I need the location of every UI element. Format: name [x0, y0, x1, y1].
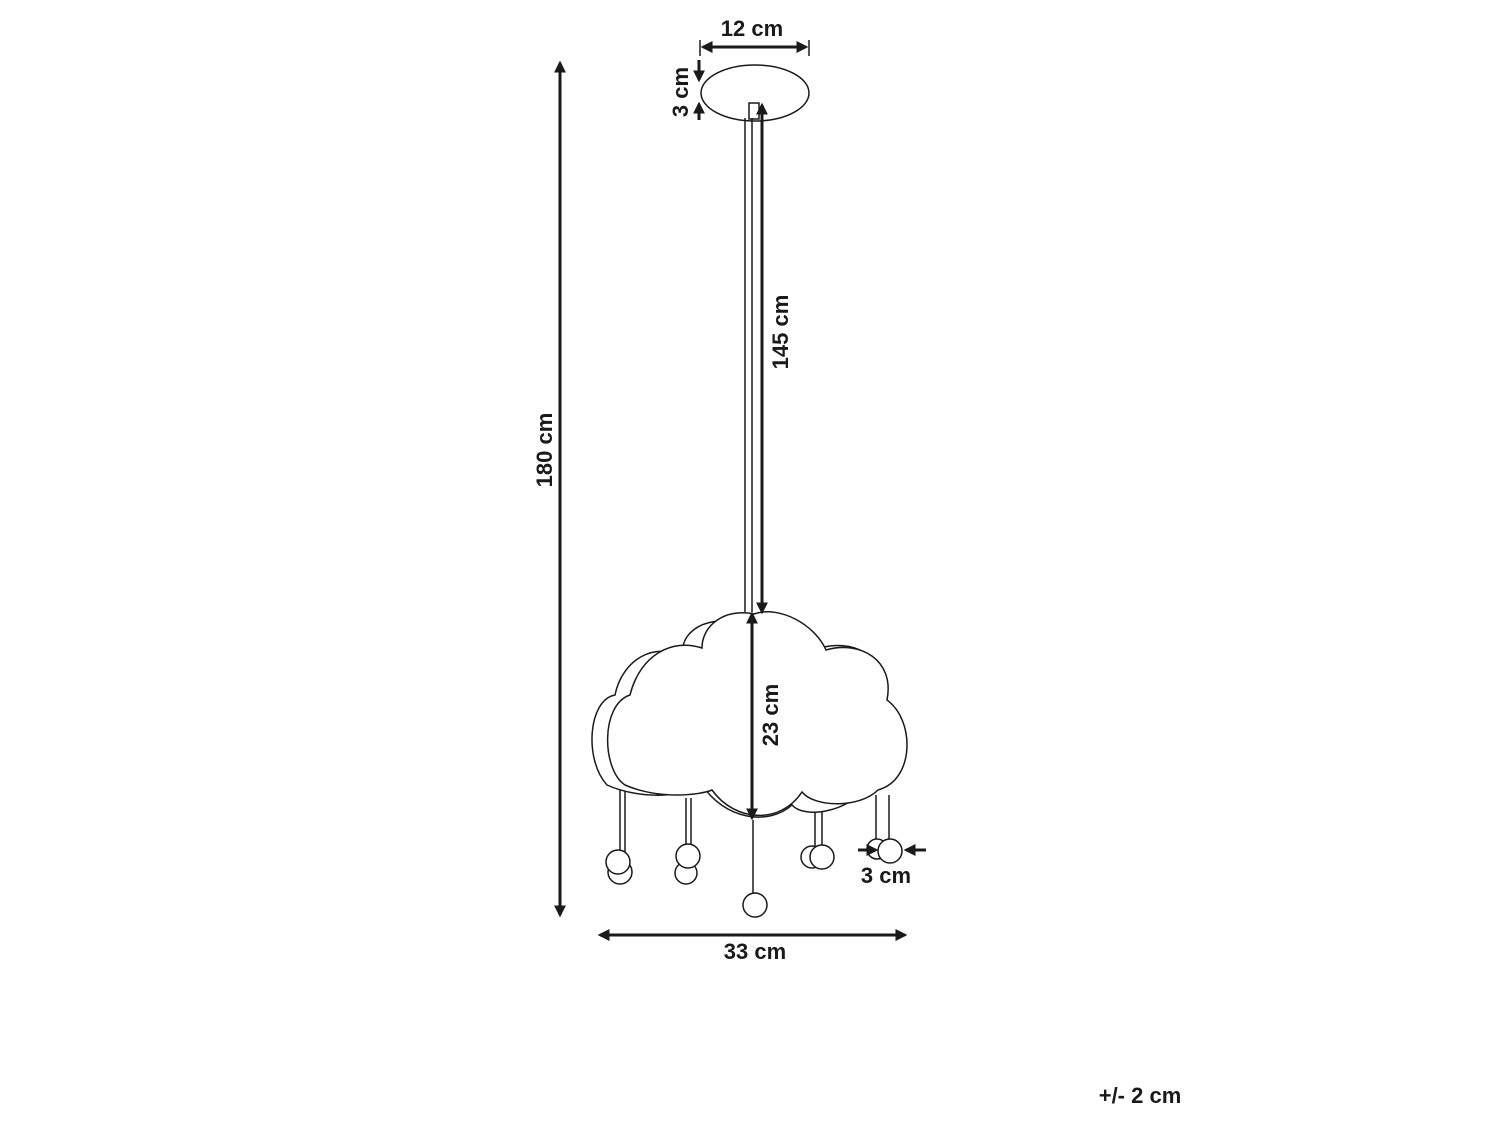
lamp-drawing — [591, 64, 908, 918]
shade-width-label: 33 cm — [724, 939, 786, 964]
ceiling-canopy — [700, 64, 810, 122]
dimension-lines — [554, 40, 926, 941]
hanging-beads — [605, 780, 903, 918]
tolerance-label: +/- 2 cm — [1099, 1083, 1182, 1108]
total-height-label: 180 cm — [532, 413, 557, 488]
canopy-width-label: 12 cm — [721, 16, 783, 41]
shade-height-label: 23 cm — [758, 684, 783, 746]
rod-length-label: 145 cm — [768, 295, 793, 370]
canopy-height-label: 3 cm — [668, 67, 693, 117]
bead-diameter-label: 3 cm — [861, 863, 911, 888]
suspension-rod — [744, 118, 753, 612]
